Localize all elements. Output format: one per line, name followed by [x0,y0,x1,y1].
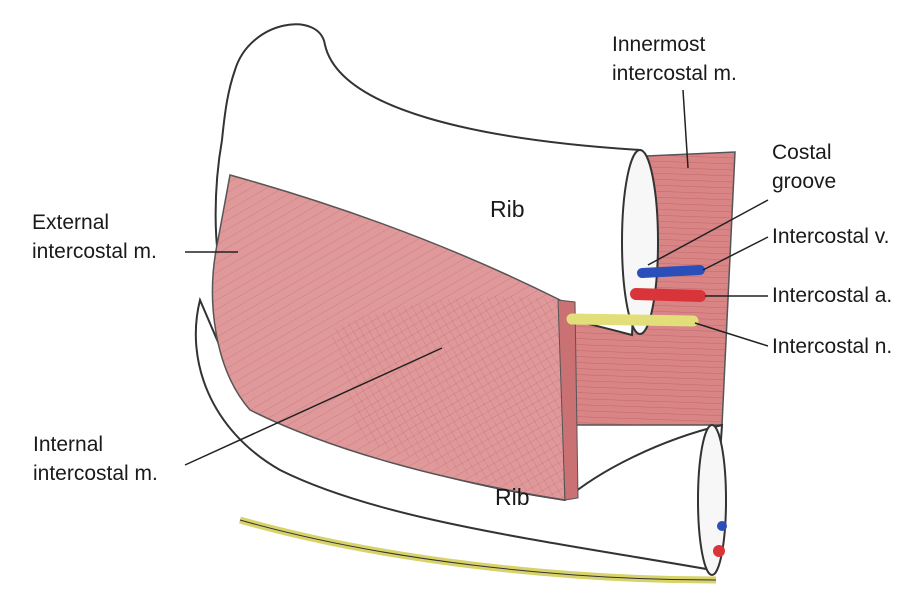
label-line: Costal [772,141,832,164]
intercostal-nerve [566,313,699,327]
label-line: Innermost [612,33,706,56]
intercostal-artery [630,288,706,302]
upper-rib-label: Rib [490,196,525,222]
label-line: intercostal m. [33,462,158,485]
label-line: groove [772,170,837,193]
label-line: intercostal m. [612,62,737,85]
intercostal-vein [637,265,705,278]
external-intercostal-label: External intercostal m. [32,208,157,266]
lower-vein-section [717,521,727,531]
lower-rib-label: Rib [495,484,530,510]
label-line: External [32,211,110,234]
intercostal-nerve-label: Intercostal n. [772,335,893,358]
label-line: Internal [33,433,104,456]
costal-groove-label: Costal groove [772,138,836,196]
leader-lines [184,89,769,466]
intercostal-artery-label: Intercostal a. [772,284,893,307]
innermost-intercostal-label: Innermost intercostal m. [612,30,737,88]
lower-artery-section [713,545,725,557]
internal-intercostal-label: Internal intercostal m. [33,430,158,488]
external-intercostal-muscle [211,174,579,501]
intercostal-vein-label: Intercostal v. [772,225,890,248]
label-line: intercostal m. [32,240,157,263]
